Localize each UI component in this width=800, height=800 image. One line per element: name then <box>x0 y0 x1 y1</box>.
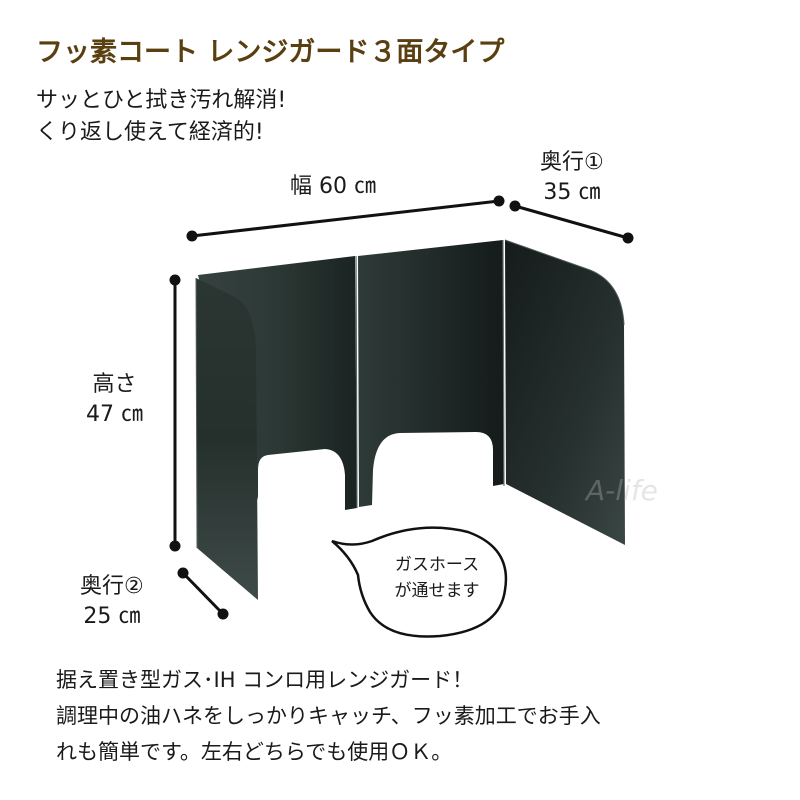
callout-line-2: が通せます <box>394 581 480 601</box>
callout-text: ガスホース が通せます <box>372 552 502 604</box>
left-side-panel <box>196 278 258 600</box>
description-line-1: 据え置き型ガス･IH コンロ用レンジガード！ <box>56 668 474 692</box>
watermark: A-life <box>586 474 658 507</box>
catch-copy-line-2: くり返し使えて経済的! <box>36 120 264 145</box>
depth1-label: 奥行① 35 ㎝ <box>540 148 604 208</box>
callout-line-1: ガスホース <box>394 555 480 575</box>
right-side-panel <box>505 240 625 545</box>
depth1-label-name: 奥行① <box>540 150 604 175</box>
depth1-dimension-line <box>509 200 634 244</box>
description-line-3: れも簡単です。左右どちらでも使用ＯＫ。 <box>56 740 453 764</box>
depth2-label-value: 25 ㎝ <box>83 604 141 629</box>
height-label: 高さ 47 ㎝ <box>86 370 143 430</box>
catch-copy-line-1: サッとひと拭き汚れ解消! <box>36 88 287 113</box>
width-dimension-line <box>186 195 505 242</box>
depth2-dimension-line <box>177 567 229 620</box>
height-label-name: 高さ <box>92 372 137 397</box>
height-label-value: 47 ㎝ <box>86 402 143 427</box>
product-title: フッ素コート レンジガード３面タイプ <box>36 37 505 68</box>
depth2-label-name: 奥行② <box>80 574 144 599</box>
depth1-label-value: 35 ㎝ <box>543 180 601 205</box>
back-panel-right <box>358 240 504 507</box>
height-dimension-line <box>169 274 181 552</box>
width-label: 幅 60 ㎝ <box>290 174 376 199</box>
description-line-2: 調理中の油ハネをしっかりキャッチ、フッ素加工でお手入 <box>56 704 601 728</box>
depth2-label: 奥行② 25 ㎝ <box>80 572 144 632</box>
speech-bubble <box>331 526 508 638</box>
